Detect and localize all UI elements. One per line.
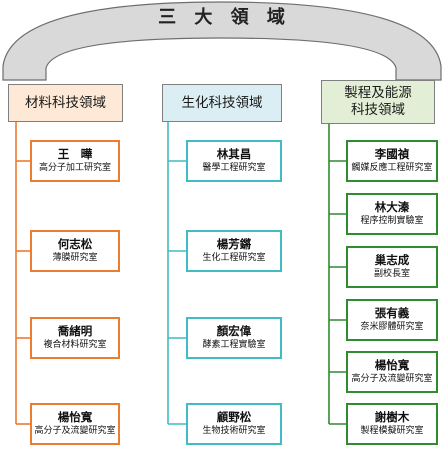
member-box-materials-2: 何志松 薄膜研究室	[30, 230, 120, 272]
member-box-process-3: 巢志成 副校長室	[346, 246, 438, 288]
member-lab: 製程模擬研究室	[360, 426, 424, 436]
materials-connectors	[15, 122, 30, 425]
member-lab: 程序控制實驗室	[360, 216, 424, 226]
member-lab: 奈米膠體研究室	[360, 322, 424, 332]
member-lab: 觸媒反應工程研究室	[351, 163, 433, 173]
member-name: 王 曄	[57, 147, 93, 161]
member-name: 張有義	[374, 306, 410, 320]
member-name: 林大溱	[374, 200, 410, 214]
member-lab: 酵素工程實驗室	[202, 340, 266, 350]
member-name: 楊芳鏘	[216, 237, 252, 251]
member-box-process-5: 楊怡寬 高分子及流變研究室	[346, 351, 438, 393]
member-box-process-1: 李國禎 觸媒反應工程研究室	[346, 140, 438, 182]
member-box-biotech-2: 楊芳鏘 生化工程研究室	[186, 230, 282, 272]
member-box-materials-4: 楊怡寬 高分子及流變研究室	[30, 403, 120, 445]
member-lab: 複合材料研究室	[43, 340, 107, 350]
member-lab: 高分子加工研究室	[38, 163, 111, 173]
member-lab: 生物技術研究室	[202, 426, 266, 436]
member-box-process-6: 謝樹木 製程模擬研究室	[346, 403, 438, 445]
member-box-biotech-3: 顏宏偉 酵素工程實驗室	[186, 317, 282, 359]
biotech-connectors	[167, 122, 186, 425]
member-name: 楊怡寬	[374, 358, 410, 372]
member-box-materials-3: 喬緒明 複合材料研究室	[30, 317, 120, 359]
member-name: 巢志成	[374, 253, 410, 267]
member-name: 喬緒明	[57, 324, 93, 338]
member-name: 顧野松	[216, 410, 252, 424]
member-box-biotech-1: 林其昌 醫學工程研究室	[186, 140, 282, 182]
member-box-biotech-4: 顧野松 生物技術研究室	[186, 403, 282, 445]
member-lab: 副校長室	[373, 269, 410, 279]
member-name: 林其昌	[216, 147, 252, 161]
heading-materials: 材料科技領域	[8, 84, 123, 122]
member-box-process-2: 林大溱 程序控制實驗室	[346, 193, 438, 235]
member-lab: 醫學工程研究室	[202, 163, 266, 173]
member-name: 何志松	[57, 237, 93, 251]
member-name: 謝樹木	[374, 410, 410, 424]
member-name: 楊怡寬	[57, 410, 93, 424]
heading-biotech: 生化科技領域	[162, 84, 282, 122]
process-connectors	[328, 124, 346, 425]
member-box-materials-1: 王 曄 高分子加工研究室	[30, 140, 120, 182]
member-lab: 生化工程研究室	[202, 253, 266, 263]
member-lab: 高分子及流變研究室	[351, 374, 433, 384]
member-lab: 高分子及流變研究室	[34, 426, 116, 436]
heading-process-energy: 製程及能源 科技領域	[321, 80, 435, 124]
member-box-process-4: 張有義 奈米膠體研究室	[346, 299, 438, 341]
member-lab: 薄膜研究室	[52, 253, 98, 263]
member-name: 顏宏偉	[216, 324, 252, 338]
diagram-title: 三 大 領 域	[158, 7, 291, 28]
domain-arch-banner	[2, 1, 442, 81]
member-name: 李國禎	[374, 147, 410, 161]
